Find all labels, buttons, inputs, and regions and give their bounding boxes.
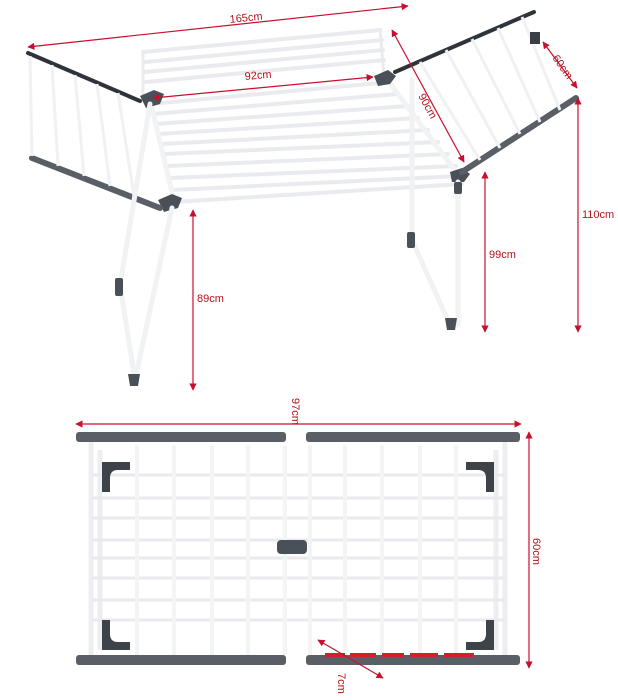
- corner-brackets: [102, 462, 494, 650]
- hinge-joints: [140, 70, 470, 212]
- folded-dimension-lines: [75, 420, 533, 679]
- label-max-height: 110cm: [582, 209, 614, 221]
- folded-vertical-rails: [135, 445, 458, 655]
- unfolded-dimension-lines: [27, 3, 582, 391]
- label-total-width: 165cm: [229, 11, 263, 26]
- legs: [117, 77, 461, 383]
- dim-folded-thickness: [317, 639, 384, 679]
- dim-center-width: [152, 74, 374, 101]
- label-folded-width: 60cm: [530, 538, 542, 565]
- unfolded-rack: [26, 10, 579, 386]
- left-wing: [26, 51, 163, 211]
- dim-center-depth: [391, 29, 465, 163]
- right-wing: [393, 10, 579, 175]
- dim-wing-depth: [542, 41, 578, 89]
- dim-total-width: [27, 3, 409, 50]
- folded-rack: [76, 432, 520, 665]
- label-folded-thickness: 7cm: [335, 673, 347, 694]
- label-wing-depth: 60cm: [550, 53, 575, 82]
- center-clip: [277, 540, 307, 554]
- label-center-width: 92cm: [244, 69, 272, 83]
- leg-joints: [115, 182, 462, 386]
- label-leg-height: 89cm: [197, 293, 224, 305]
- right-wing-clip: [530, 32, 540, 44]
- label-folded-length: 97cm: [289, 398, 301, 425]
- label-center-height: 99cm: [489, 249, 516, 261]
